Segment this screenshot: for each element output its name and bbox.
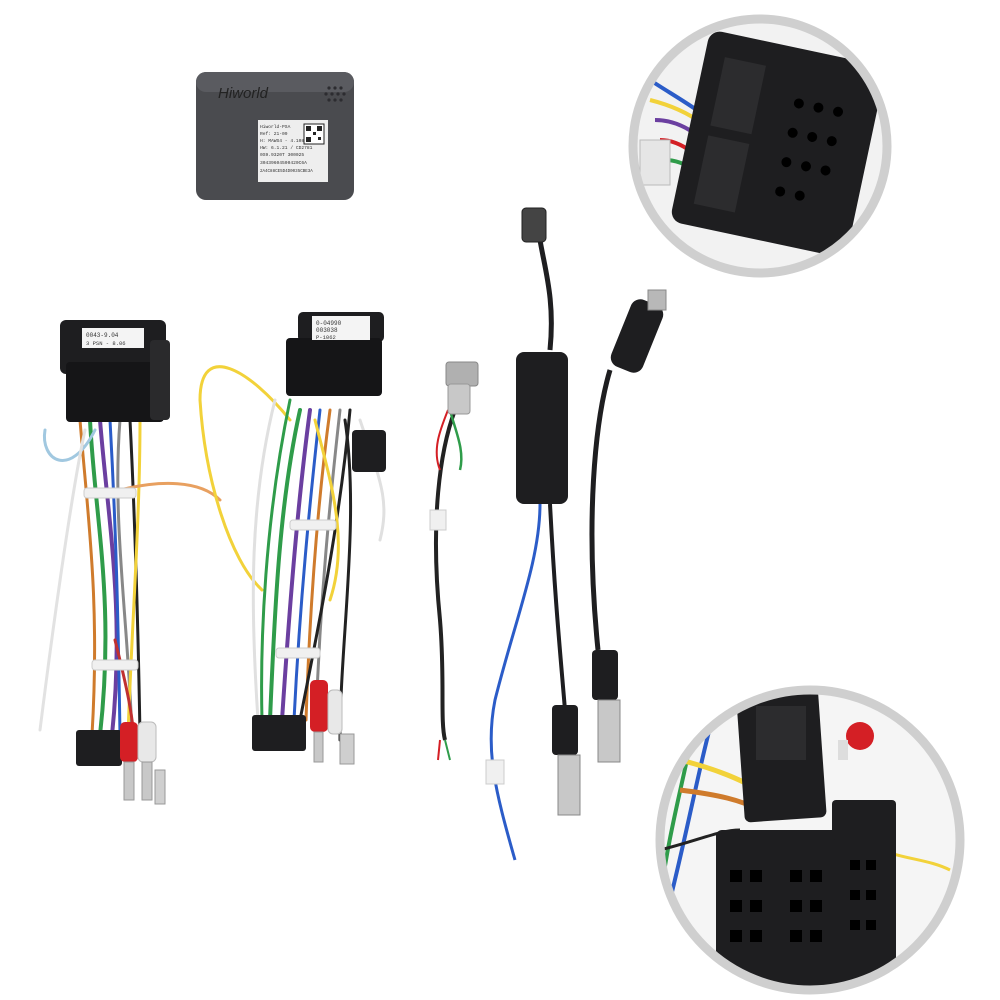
sticker-line-6: 30439604500420C6A (260, 160, 307, 166)
left-wiring-harness (38, 418, 222, 762)
left-iso-connector: 0043-9.04 3 PSN - 8.06 (60, 320, 170, 422)
middle-connector-tag-line-2: 003038 (316, 327, 338, 334)
usb-extension-cable (429, 361, 479, 761)
inset-detail-quadlock-connector (628, 14, 892, 278)
speaker-grille-icon (324, 86, 346, 102)
left-connector-tag-line-1: 0043-9.04 (86, 332, 119, 339)
sticker-line-3: H: MAWS4 - 4.108 (260, 138, 304, 144)
middle-connector-tag-line-1: 0-04990 (316, 320, 342, 327)
sticker-line-1: Hiworld-PSA (260, 124, 291, 130)
sticker-line-2: Ref: 21-09 (260, 131, 288, 137)
inset-detail-iso-connectors (655, 685, 965, 995)
left-plug-connector (76, 730, 122, 766)
antenna-extension-cable (589, 289, 667, 763)
qr-code-icon (303, 123, 325, 145)
middle-rca-plugs (310, 680, 355, 765)
antenna-adapter-cable (485, 207, 581, 861)
middle-wiring-harness (198, 365, 386, 742)
canbus-decoder-box: Hiworld Hiworld-PSA Ref: 21-09 H: MAWS4 … (196, 72, 354, 200)
sticker-line-4: HW: 6.1.21 / CD2781 (260, 145, 313, 151)
sticker-line-7: 2A4C88CE5D4D0035CBE3A (260, 170, 313, 174)
middle-iso-connector: 0-04990 003038 P-1062 (286, 312, 384, 396)
left-connector-tag-line-2: 3 PSN - 8.06 (86, 340, 126, 347)
middle-side-connector (352, 430, 386, 472)
antenna-amplifier-box (516, 352, 568, 504)
sticker-line-5: 0S9.9320T 300025 (260, 152, 304, 158)
middle-connector-tag-line-3: P-1062 (316, 334, 336, 341)
middle-plug-connector (252, 715, 306, 751)
left-rca-plugs (120, 721, 166, 805)
decoder-brand-text: Hiworld (218, 85, 269, 102)
